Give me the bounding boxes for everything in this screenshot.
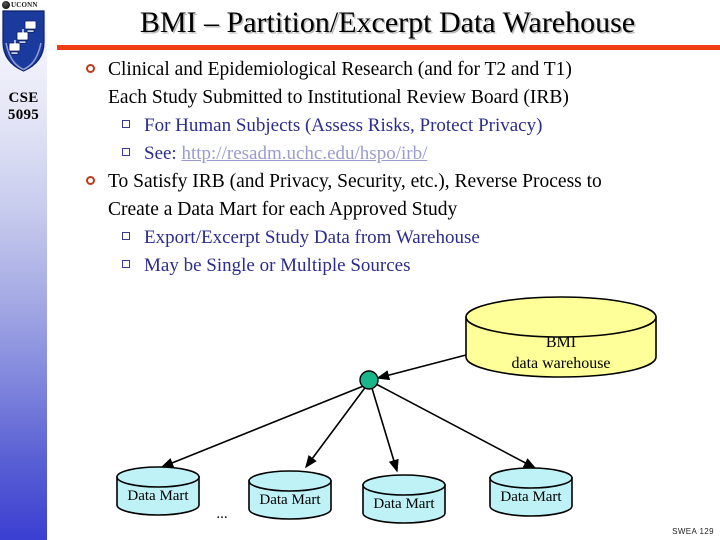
warehouse-label-line1: BMI: [546, 334, 576, 351]
square-bullet-icon: [122, 232, 130, 240]
sub-bullet-line: Export/Excerpt Study Data from Warehouse: [144, 227, 480, 248]
bullet-line: Each Study Submitted to Institutional Re…: [108, 87, 569, 108]
data-mart-cylinder: Data Mart: [248, 470, 332, 520]
uconn-brand: UCONN: [2, 0, 47, 10]
course-number: 5095: [7, 107, 40, 123]
uconn-brand-label: UCONN: [11, 1, 38, 9]
connector-node-to-mart-3: [370, 384, 399, 473]
bullet-line: Clinical and Epidemiological Research (a…: [108, 59, 572, 80]
connector-warehouse-to-node: [376, 354, 467, 381]
bullet-item: Clinical and Epidemiological Research (a…: [60, 56, 715, 112]
warehouse-label-line2: data warehouse: [511, 355, 610, 372]
sub-bullet-item: May be Single or Multiple Sources: [60, 252, 715, 280]
square-bullet-icon: [122, 120, 130, 128]
data-mart-label: Data Mart: [500, 489, 562, 505]
course-label: CSE 5095: [0, 90, 47, 124]
ring-bullet-icon: [86, 176, 95, 185]
slide-sidebar: UCONN CSE: [0, 0, 47, 540]
uconn-shield-logo-icon: [2, 10, 45, 72]
bullet-item: To Satisfy IRB (and Privacy, Security, e…: [60, 168, 715, 224]
page-title: BMI – Partition/Excerpt Data Warehouse: [139, 6, 636, 39]
diagram-ellipsis: ...: [216, 506, 227, 522]
sub-bullet-label: See:: [144, 143, 182, 164]
irb-hyperlink[interactable]: http://resadm.uchc.edu/hspo/irb/: [181, 143, 428, 164]
uconn-seal-icon: [2, 1, 10, 9]
bmi-data-warehouse-cylinder: BMI data warehouse: [465, 296, 657, 378]
data-mart-label: Data Mart: [259, 492, 321, 508]
sub-bullet-item: Export/Excerpt Study Data from Warehouse: [60, 224, 715, 252]
sub-bullet-line: May be Single or Multiple Sources: [144, 255, 411, 276]
square-bullet-icon: [122, 148, 130, 156]
data-mart-label: Data Mart: [127, 488, 189, 504]
fan-out-node-icon: [359, 370, 379, 390]
connector-node-to-mart-1: [160, 384, 367, 468]
bullet-line: Create a Data Mart for each Approved Stu…: [108, 199, 458, 220]
slide-body: Clinical and Epidemiological Research (a…: [60, 56, 715, 280]
sub-bullet-item: For Human Subjects (Assess Risks, Protec…: [60, 112, 715, 140]
title-divider: [57, 45, 720, 50]
course-code: CSE: [8, 90, 39, 106]
data-mart-label: Data Mart: [373, 496, 435, 512]
sub-bullet-line: For Human Subjects (Assess Risks, Protec…: [144, 115, 543, 136]
warehouse-to-datamart-diagram: BMI data warehouse Data Mart ... Data Ma…: [0, 295, 720, 540]
slide-footer: SWEA 129: [672, 527, 714, 536]
ring-bullet-icon: [86, 64, 95, 73]
square-bullet-icon: [122, 260, 130, 268]
data-mart-cylinder: Data Mart: [362, 474, 446, 524]
connector-node-to-mart-2: [305, 384, 368, 469]
sub-bullet-item: See: http://resadm.uchc.edu/hspo/irb/: [60, 140, 715, 168]
bullet-line: To Satisfy IRB (and Privacy, Security, e…: [108, 171, 602, 192]
data-mart-cylinder: Data Mart: [116, 466, 200, 516]
data-mart-cylinder: Data Mart: [489, 467, 573, 517]
connector-node-to-mart-4: [375, 383, 537, 469]
sub-bullet-line: See: http://resadm.uchc.edu/hspo/irb/: [144, 140, 715, 168]
